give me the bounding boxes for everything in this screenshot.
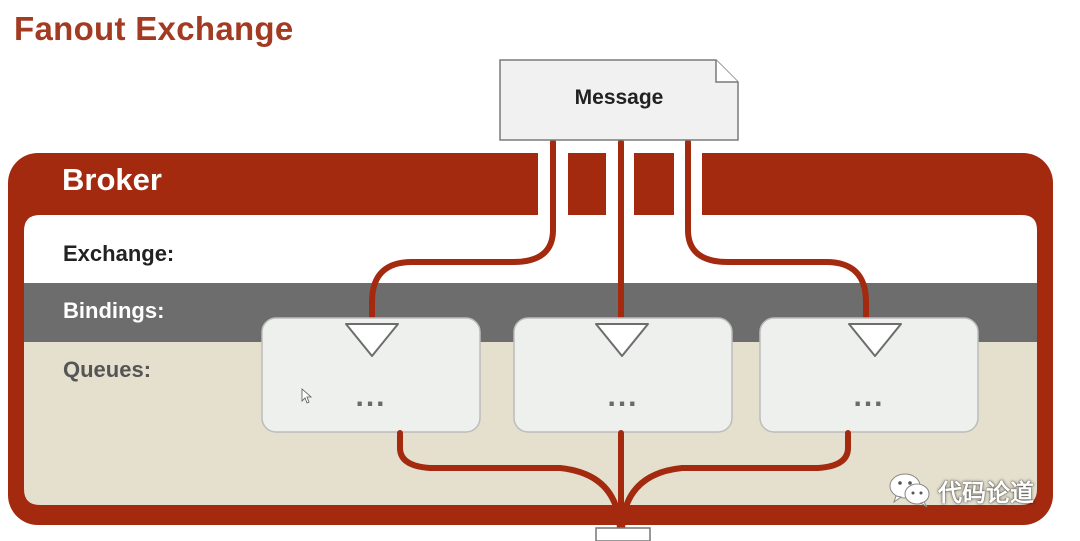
consumer-line-left [397, 430, 623, 533]
watermark: 代码论道 [888, 472, 1034, 508]
queue-2-label: ... [607, 380, 639, 413]
exchange-row-label: Exchange: [63, 241, 175, 266]
queue-box-1 [261, 317, 481, 433]
queue-box-3 [759, 317, 979, 433]
consumer-line-right [619, 430, 851, 533]
queue-1-label: ... [355, 380, 387, 413]
diagram-title: Fanout Exchange [14, 10, 294, 47]
message-page-fold [715, 60, 738, 83]
queue-3-label: ... [853, 380, 885, 413]
bindings-row-label: Bindings: [63, 298, 165, 323]
route-line-right [685, 139, 869, 331]
message-label: Message [574, 86, 664, 109]
consumer-stub [595, 527, 651, 541]
wechat-icon [889, 473, 930, 508]
exchange-band [24, 215, 1037, 283]
route-line-left [369, 139, 556, 331]
watermark-text: 代码论道 [938, 479, 1034, 507]
arrowhead-2 [595, 323, 649, 357]
queues-row-label: Queues: [63, 357, 152, 382]
arrowhead-3 [848, 323, 902, 357]
cursor-icon [301, 388, 313, 404]
arrowhead-1 [345, 323, 399, 357]
broker-label: Broker [62, 162, 162, 197]
message-document [499, 59, 739, 141]
